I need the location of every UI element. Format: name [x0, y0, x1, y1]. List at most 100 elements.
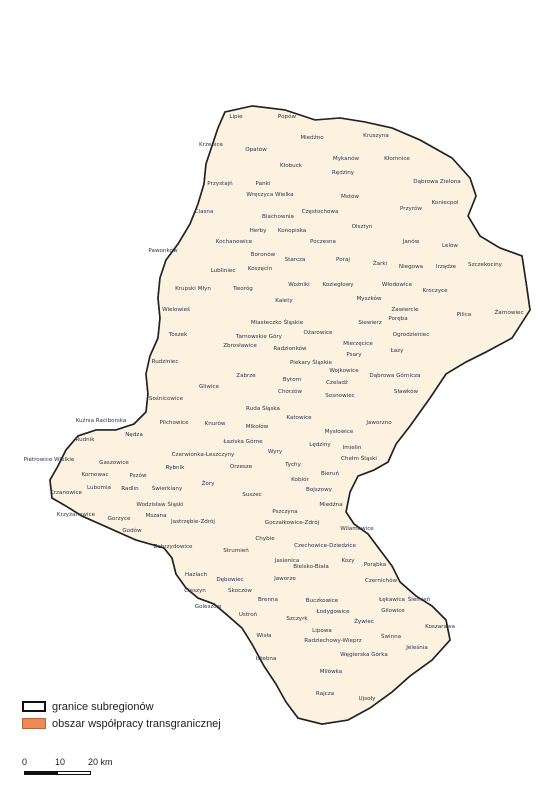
place-label: Lipie [229, 114, 243, 120]
place-label: Wyry [268, 449, 283, 455]
place-label: Żarnowiec [494, 309, 523, 316]
place-label: Tychy [284, 462, 301, 468]
place-label: Gliwice [199, 384, 220, 390]
place-label: Woźniki [288, 281, 310, 288]
place-label: Łazy [390, 348, 405, 354]
place-label: Mszana [145, 513, 166, 519]
place-label: Koszęcin [248, 266, 273, 272]
place-label: Kruszyna [363, 133, 389, 139]
place-label: Kuźnia Raciborska [76, 417, 127, 424]
place-label: Dąbrowa Zielona [413, 179, 460, 185]
place-label: Krupski Młyn [175, 286, 211, 292]
place-label: Sławków [394, 388, 419, 395]
place-label: Szczyrk [286, 616, 308, 622]
place-label: Bojszowy [306, 487, 333, 493]
place-label: Żory [202, 480, 216, 487]
place-label: Niegowa [399, 264, 423, 270]
place-label: Tworóg [232, 285, 253, 292]
place-label: Lubliniec [211, 268, 236, 274]
place-label: Lubomia [87, 485, 111, 491]
place-label: Czernichów [365, 577, 398, 584]
place-label: Gilowice [381, 608, 405, 614]
place-label: Przystajń [207, 180, 233, 187]
place-label: Gaszowice [99, 460, 129, 466]
place-label: Kroczyce [422, 288, 448, 294]
place-label: Suszec [242, 492, 261, 498]
place-label: Boronów [251, 251, 276, 258]
scale-tick-10: 10 [55, 757, 66, 767]
place-label: Bieruń [321, 470, 340, 477]
place-label: Krzyżanowice [57, 512, 96, 518]
place-label: Mierzęcice [343, 341, 373, 347]
place-label: Kozy [341, 558, 355, 564]
place-label: Rudziniec [152, 359, 179, 365]
place-label: Częstochowa [302, 209, 339, 215]
place-label: Radzionków [273, 345, 307, 352]
place-label: Mykanów [333, 155, 360, 162]
place-label: Godów [122, 527, 142, 534]
place-label: Żarki [373, 260, 388, 267]
place-label: Siewierz [358, 320, 381, 326]
place-label: Mstów [341, 193, 359, 200]
place-label: Rajcza [316, 691, 334, 697]
place-label: Piekary Śląskie [290, 359, 332, 366]
place-label: Kalety [275, 298, 293, 304]
place-label: Zbrosławice [223, 343, 257, 349]
place-label: Świnna [381, 633, 401, 640]
place-label: Dąbrowa Górnicza [369, 372, 420, 379]
place-label: Dębowiec [216, 577, 243, 583]
place-label: Lędziny [309, 442, 331, 448]
place-label: Blachownia [262, 214, 294, 220]
place-label: Irządze [436, 264, 457, 270]
place-label: Lipowa [312, 628, 332, 634]
place-label: Psary [346, 352, 362, 358]
place-label: Buczkowice [306, 598, 339, 604]
place-label: Wręczyca Wielka [246, 192, 293, 198]
place-label: Opatów [245, 146, 267, 153]
place-label: Wojkowice [329, 368, 359, 374]
place-label: Pawonków [148, 247, 178, 254]
scale-tick-0: 0 [22, 757, 28, 767]
place-label: Zabrze [236, 373, 256, 379]
place-label: Goleszów [195, 603, 222, 610]
place-label: Porąbka [364, 562, 386, 568]
place-label: Sosnowiec [325, 393, 355, 399]
place-label: Ruda Śląska [246, 405, 280, 412]
legend-row-subregion-borders: granice subregionów [22, 698, 221, 715]
place-label: Katowice [286, 415, 312, 421]
place-label: Kochanowice [216, 239, 253, 245]
place-label: Miasteczko Śląskie [251, 319, 304, 326]
place-label: Goczałkowice-Zdrój [265, 519, 320, 526]
place-label: Imielin [343, 445, 362, 451]
place-label: Ogrodzieniec [393, 332, 430, 338]
legend-label-subregion-borders: granice subregionów [52, 700, 154, 713]
place-label: Ciasna [195, 209, 214, 215]
legend-label-cooperation-area: obszar współpracy transgranicznej [52, 717, 221, 730]
place-label: Herby [250, 228, 267, 234]
place-label: Rudnik [75, 437, 95, 443]
place-label: Toszek [168, 332, 188, 338]
place-label: Kobiór [291, 476, 309, 483]
place-label: Jaworzno [365, 420, 392, 426]
place-label: Koszarawa [425, 624, 455, 630]
place-label: Wielowieś [162, 306, 190, 313]
place-label: Łodygowice [315, 609, 350, 615]
place-label: Wisła [257, 633, 272, 639]
place-label: Orzesze [230, 464, 253, 470]
place-label: Radziechowy-Wieprz [304, 638, 362, 644]
place-label: Wilamowice [340, 526, 374, 532]
place-label: Miedźno [300, 134, 324, 141]
place-label: Lelów [442, 242, 458, 249]
place-label: Tarnowskie Góry [235, 333, 283, 340]
place-label: Milówka [320, 668, 343, 675]
place-label: Zawiercie [391, 307, 419, 313]
place-label: Pilica [457, 312, 471, 318]
place-label: Gorzyce [108, 516, 131, 522]
place-label: Zebrzydowice [154, 544, 194, 550]
place-label: Poraj [336, 257, 350, 263]
place-label: Starcza [285, 257, 306, 263]
place-label: Panki [256, 181, 271, 187]
place-label: Konopiska [278, 228, 306, 234]
place-label: Łękawica [378, 597, 405, 603]
